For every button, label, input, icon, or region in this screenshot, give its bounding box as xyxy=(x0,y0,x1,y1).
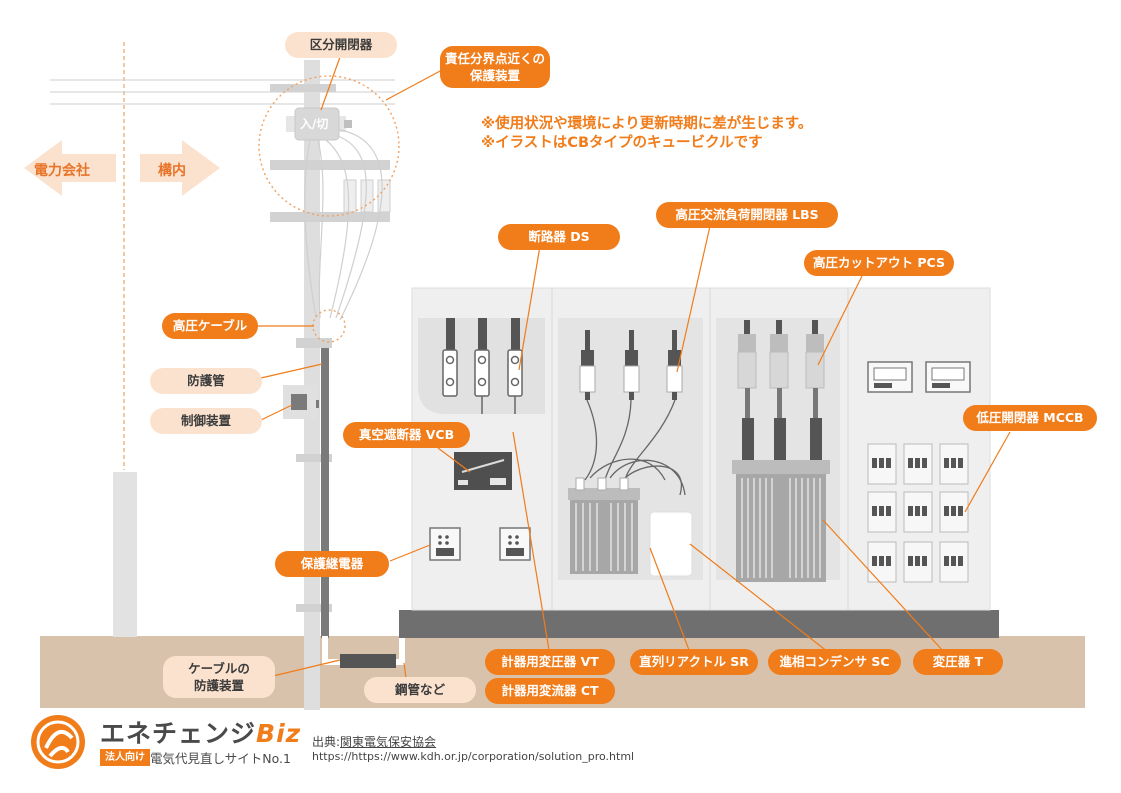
label-pcs: 高圧カットアウト PCS xyxy=(804,250,954,276)
label-vt: 計器用変圧器 VT xyxy=(485,649,615,675)
arrow-left-label: 電力会社 xyxy=(34,163,90,179)
mccb-breaker xyxy=(903,541,933,583)
enechange-logo-icon xyxy=(31,715,85,769)
source-prefix: 出典: xyxy=(312,735,341,749)
section-switch xyxy=(286,107,352,141)
mccb-breaker xyxy=(867,491,897,533)
label-sekinin: 責任分界点近くの 保護装置 xyxy=(440,46,550,88)
cable-circle xyxy=(312,309,346,343)
disconnecting-switches xyxy=(442,318,523,414)
cable-protector xyxy=(340,654,396,668)
transformer xyxy=(732,460,830,582)
label-sekinin-line1: 責任分界点近くの xyxy=(444,51,545,66)
label-cable-protect-line1: ケーブルの xyxy=(188,661,250,676)
mccb-breaker xyxy=(903,491,933,533)
mccb-breaker xyxy=(867,443,897,485)
protective-relays xyxy=(429,527,531,561)
mccb-breaker xyxy=(867,541,897,583)
source-url[interactable]: https://https://www.kdh.or.jp/corporatio… xyxy=(312,750,635,763)
source-line: 出典:関東電気保安協会 xyxy=(312,733,436,750)
lv-meters xyxy=(867,361,971,393)
label-lbs: 高圧交流負荷開閉器 LBS xyxy=(656,202,838,228)
neighbor-pole xyxy=(113,472,137,637)
label-ct: 計器用変流器 CT xyxy=(485,678,615,704)
brand-tag: 法人向け xyxy=(100,749,150,766)
brand-name[interactable]: エネチェンジBiz xyxy=(100,714,301,750)
label-sc: 進相コンデンサ SC xyxy=(768,649,901,675)
lbs-switches xyxy=(579,330,683,400)
control-box xyxy=(291,394,307,410)
lbs-wires xyxy=(584,399,686,496)
brand-main: エネチェンジ xyxy=(100,719,257,748)
label-kubun: 区分開閉器 xyxy=(285,32,397,58)
protective-pipe xyxy=(321,348,329,638)
label-ds: 断路器 DS xyxy=(498,224,620,250)
brand-tagline: 電気代見直しサイトNo.1 xyxy=(150,751,291,766)
label-mccb: 低圧開閉器 MCCB xyxy=(963,405,1097,431)
label-seigyo: 制御装置 xyxy=(150,408,262,434)
label-cable: 高圧ケーブル xyxy=(162,313,258,339)
label-cable-protect: ケーブルの 防護装置 xyxy=(163,656,275,698)
pole-cables xyxy=(304,129,383,321)
note-2: ※イラストはCBタイプのキュービクルです xyxy=(481,135,763,151)
mccb-breakers xyxy=(867,443,969,583)
mccb-breaker xyxy=(939,491,969,533)
mccb-breaker xyxy=(903,443,933,485)
arrow-left xyxy=(24,140,116,196)
label-vcb: 真空遮断器 VCB xyxy=(343,422,470,448)
mccb-breaker xyxy=(939,541,969,583)
label-relay: 保護継電器 xyxy=(275,551,389,577)
arrow-right-label: 構内 xyxy=(158,163,186,179)
sekinin-circle xyxy=(258,75,400,217)
vcb-unit xyxy=(454,452,512,490)
brand-biz: Biz xyxy=(256,719,302,748)
switch-label: 入/切 xyxy=(300,117,329,131)
label-koukan: 鋼管など xyxy=(364,677,476,703)
note-1: ※使用状況や環境により更新時期に差が生じます。 xyxy=(481,116,813,132)
overhead-wires xyxy=(50,79,395,105)
label-sr: 直列リアクトル SR xyxy=(630,649,758,675)
series-reactor xyxy=(568,477,640,574)
source-link[interactable]: 関東電気保安協会 xyxy=(340,735,437,749)
phase-condenser xyxy=(649,511,693,577)
label-cable-protect-line2: 防護装置 xyxy=(193,678,244,693)
mccb-breaker xyxy=(939,443,969,485)
pole-fuses xyxy=(343,179,391,213)
label-tr: 変圧器 T xyxy=(913,649,1003,675)
label-sekinin-line2: 保護装置 xyxy=(469,68,520,83)
leader-lines xyxy=(256,56,1011,687)
arrow-right xyxy=(140,140,220,196)
cubicle-base xyxy=(399,610,999,638)
label-bougokan: 防護管 xyxy=(150,368,262,394)
